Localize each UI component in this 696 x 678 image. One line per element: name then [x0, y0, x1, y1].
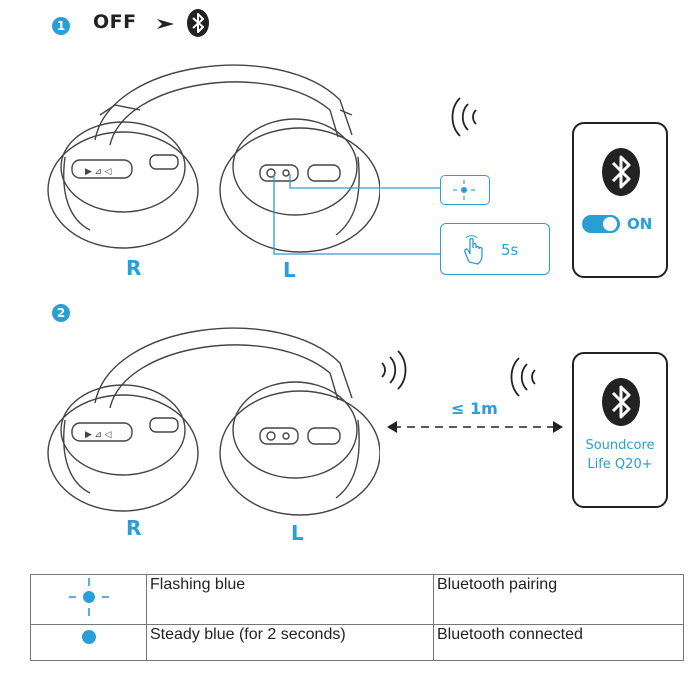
legend-meaning: Bluetooth pairing: [433, 574, 684, 625]
signal-waves-icon: [451, 97, 477, 137]
off-label: OFF: [93, 11, 137, 33]
legend-icon-cell: [30, 574, 147, 625]
toggle-on-label: ON: [627, 215, 653, 233]
left-earcup-label: L: [291, 521, 304, 545]
svg-text:▶ ⊿ ◁: ▶ ⊿ ◁: [85, 166, 111, 176]
legend-description: Flashing blue: [146, 574, 434, 625]
bluetooth-icon: [187, 9, 209, 37]
table-row: Flashing blue Bluetooth pairing: [30, 574, 684, 625]
signal-waves-icon: [381, 350, 407, 390]
bluetooth-icon: [602, 148, 640, 196]
callout-lines: [273, 174, 440, 255]
right-arrowhead-icon: [157, 19, 174, 29]
steady-dot-icon: [81, 630, 96, 644]
hand-press-icon: [464, 235, 483, 265]
paired-device-entry[interactable]: Soundcore Life Q20+: [574, 436, 666, 474]
phone-step1: ON: [572, 122, 668, 278]
led-flash-callout: [440, 175, 490, 205]
legend-meaning: Bluetooth connected: [433, 624, 684, 661]
right-earcup-label: R: [126, 516, 142, 540]
signal-waves-icon: [510, 357, 536, 397]
svg-text:▶ ⊿ ◁: ▶ ⊿ ◁: [85, 429, 111, 439]
legend-description: Steady blue (for 2 seconds): [146, 624, 434, 661]
flashing-dot-icon: [68, 578, 109, 616]
led-status-table: Flashing blue Bluetooth pairing Steady b…: [30, 574, 684, 661]
distance-arrow: [387, 421, 563, 433]
bluetooth-icon: [602, 378, 640, 426]
step-2-number: 2: [52, 304, 70, 322]
step-1-number: 1: [52, 17, 70, 35]
device-name-line2: Life Q20+: [587, 457, 653, 472]
hold-duration: 5s: [501, 241, 519, 259]
distance-label: ≤ 1m: [451, 399, 498, 418]
headphones-illustration-step1: ▶ ⊿ ◁: [47, 64, 380, 253]
right-earcup-label: R: [126, 256, 142, 280]
press-hold-callout: 5s: [440, 223, 550, 275]
table-row: Steady blue (for 2 seconds) Bluetooth co…: [30, 624, 684, 661]
headphones-illustration-step2: ▶ ⊿ ◁: [47, 327, 380, 516]
phone-step2: Soundcore Life Q20+: [572, 352, 668, 508]
bluetooth-toggle[interactable]: [582, 215, 620, 233]
device-name-line1: Soundcore: [585, 438, 655, 453]
flashing-dot-icon: [453, 180, 475, 200]
legend-icon-cell: [30, 624, 147, 661]
left-earcup-label: L: [283, 258, 296, 282]
